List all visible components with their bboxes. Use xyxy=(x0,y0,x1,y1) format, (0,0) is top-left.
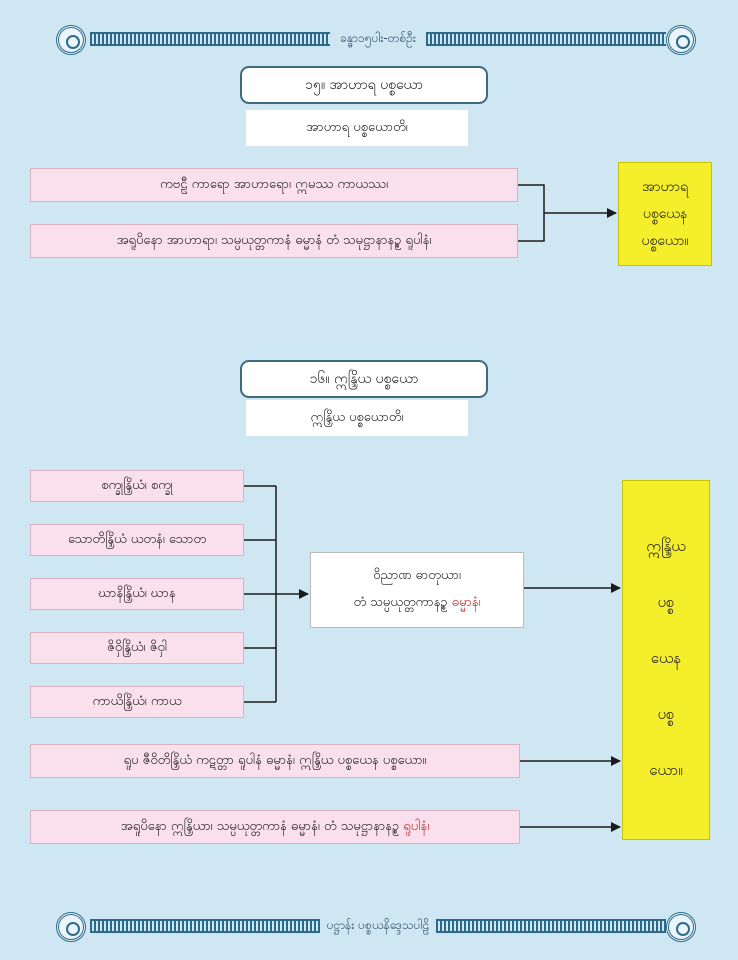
section1-result-line-1: အာဟာရ xyxy=(641,178,689,195)
section2-result-line-4: ပစ္စ xyxy=(657,705,675,723)
consciousness-line-1: ဝိညာဏ ဓာတုယာ၊ xyxy=(373,568,461,583)
section1-result-line-3: ပစ္စယော။ xyxy=(641,232,689,249)
header-left-border xyxy=(90,32,330,46)
sense-item-body: ကာယိန္ဒြိယံ၊ ကာယ xyxy=(30,686,244,718)
sense-item-nose: ဃာနိန္ဒြိယံ၊ ဃာန xyxy=(30,578,244,610)
section2-result-line-5: ယော။ xyxy=(649,761,683,779)
section2-title: ၁၆။ ဣန္ဒြိယ ပစ္စယော xyxy=(240,360,488,398)
consciousness-line-2-text: တံ သမ္ပယုတ္တကာနဉ္စ xyxy=(353,595,448,610)
sense-item-tongue: ဇိဝှိန္ဒြိယံ၊ ဇိဝှါ xyxy=(30,632,244,664)
immaterial-text: အရူပိနော ဣန္ဒြိယာ၊ သမ္ပယုတ္တကာနံ ဓမ္မာနံ… xyxy=(120,818,400,834)
section1-subtitle: အာဟာရ ပစ္စယောတိ၊ xyxy=(246,110,468,146)
footer-right-medallion-icon xyxy=(666,912,696,942)
sense-item-eye: စက္ခုန္ဒြိယံ၊ စက္ခု xyxy=(30,470,244,502)
section2-result-box: ဣန္ဒြိယ ပစ္စ ယေန ပစ္စ ယော။ xyxy=(622,480,710,840)
header-left-medallion-icon xyxy=(56,25,86,55)
header-right-border xyxy=(426,32,666,46)
immaterial-red-text: ရူပါနံ၊ xyxy=(403,818,430,834)
section2-item-immaterial: အရူပိနော ဣန္ဒြိယာ၊ သမ္ပယုတ္တကာနံ ဓမ္မာနံ… xyxy=(30,810,520,844)
section2-result-line-2: ပစ္စ xyxy=(657,593,675,611)
section2-item-life-faculty: ရူပ ဇီဝိတိန္ဒြိယံ ကဋတ္တာ ရူပါနံ ဓမ္မာနံ၊… xyxy=(30,744,520,778)
header-text: ခန္ဓာ၁၅ပါး-တစ်ဦး xyxy=(340,31,416,45)
section1-item-1: ကဗဠီ ကာရော အာဟာရော၊ ဣမဿ ကာယဿ၊ xyxy=(30,168,518,202)
sense-item-ear: သောတိန္ဒြိယံ ယတနံ၊ သောတ xyxy=(30,524,244,556)
footer-left-medallion-icon xyxy=(56,912,86,942)
section2-result-line-3: ယေန xyxy=(650,649,682,667)
section1-title: ၁၅။ အာဟာရ ပစ္စယော xyxy=(240,66,488,104)
section1-item-2: အရူပိနော အာဟာရာ၊ သမ္ပယုတ္တကာနံ ဓမ္မာနံ တ… xyxy=(30,224,518,258)
section1-result-box: အာဟာရ ပစ္စယေန ပစ္စယော။ xyxy=(618,162,712,266)
consciousness-box: ဝိညာဏ ဓာတုယာ၊ တံ သမ္ပယုတ္တကာနဉ္စ ဓမ္မာနံ… xyxy=(310,552,524,628)
consciousness-line-2-red: ဓမ္မာနံ၊ xyxy=(451,595,481,610)
section2-subtitle: ဣန္ဒြိယ ပစ္စယောတိ၊ xyxy=(246,400,468,436)
footer-text: ပဋ္ဌာန်း ပစ္စယနိဒ္ဒေသပါဠိ xyxy=(326,918,430,932)
section2-result-line-1: ဣန္ဒြိယ xyxy=(646,537,686,555)
section1-bracket xyxy=(518,184,545,242)
footer-right-border xyxy=(436,919,666,933)
footer-left-border xyxy=(90,919,320,933)
consciousness-line-2: တံ သမ္ပယုတ္တကာနဉ္စ ဓမ္မာနံ၊ xyxy=(353,594,480,613)
section1-result-line-2: ပစ္စယေန xyxy=(642,205,688,222)
header-right-medallion-icon xyxy=(666,25,696,55)
